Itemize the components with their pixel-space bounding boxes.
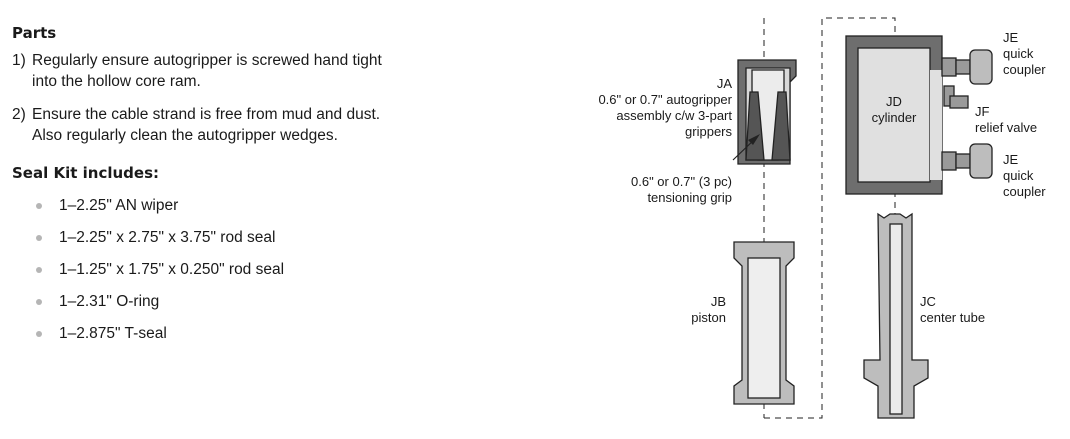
instructions-column: Parts 1) Regularly ensure autogripper is…	[12, 24, 482, 350]
arrow-head-icon	[748, 134, 760, 145]
je-bottom-code: JE	[1003, 152, 1019, 167]
grip-line: tensioning grip	[647, 190, 732, 205]
center-tube-part	[863, 212, 929, 419]
list-item: 1–2.31" O-ring	[36, 286, 482, 318]
je-top-line: quick	[1003, 46, 1034, 61]
list-item: 1–2.25" AN wiper	[36, 190, 482, 222]
je-bottom-line: coupler	[1003, 184, 1046, 199]
grip-line: 0.6" or 0.7" (3 pc)	[631, 174, 732, 189]
jb-code: JB	[711, 294, 726, 309]
list-item: 1–2.25" x 2.75" x 3.75" rod seal	[36, 222, 482, 254]
jd-code: JD	[886, 94, 902, 109]
step-text: Ensure the cable strand is free from mud…	[32, 104, 380, 146]
seal-kit-list: 1–2.25" AN wiper 1–2.25" x 2.75" x 3.75"…	[12, 190, 482, 350]
ja-line: assembly c/w 3-part	[616, 108, 732, 123]
bullet-icon	[36, 299, 42, 305]
je-top-line: coupler	[1003, 62, 1046, 77]
bullet-icon	[36, 267, 42, 273]
step-line: Ensure the cable strand is free from mud…	[32, 106, 381, 123]
step-1: 1) Regularly ensure autogripper is screw…	[12, 50, 482, 92]
je-bottom-line: quick	[1003, 168, 1034, 183]
couplers	[941, 49, 993, 179]
ja-line: 0.6" or 0.7" autogripper	[598, 92, 732, 107]
step-number: 1)	[12, 52, 26, 69]
step-number: 2)	[12, 106, 26, 123]
ja-code: JA	[717, 76, 733, 91]
step-2: 2) Ensure the cable strand is free from …	[12, 104, 482, 146]
step-text: Regularly ensure autogripper is screwed …	[32, 50, 382, 92]
list-item-text: 1–2.31" O-ring	[59, 293, 160, 310]
step-line: Also regularly clean the autogripper wed…	[32, 127, 338, 144]
cylinder-part	[845, 35, 943, 195]
list-item-text: 1–1.25" x 1.75" x 0.250" rod seal	[59, 261, 285, 278]
jd-name: cylinder	[872, 110, 917, 125]
list-item-text: 1–2.25" x 2.75" x 3.75" rod seal	[59, 229, 276, 246]
list-item: 1–1.25" x 1.75" x 0.250" rod seal	[36, 254, 482, 286]
jf-code: JF	[975, 104, 990, 119]
jb-name: piston	[691, 310, 726, 325]
list-item: 1–2.875" T-seal	[36, 318, 482, 350]
parts-steps: 1) Regularly ensure autogripper is screw…	[12, 50, 482, 146]
parts-heading: Parts	[12, 24, 57, 42]
step-line: into the hollow core ram.	[32, 73, 201, 90]
list-item-text: 1–2.875" T-seal	[59, 325, 167, 342]
autogripper-assembly	[737, 59, 797, 165]
ja-line: grippers	[685, 124, 732, 139]
seal-kit-heading: Seal Kit includes:	[12, 164, 159, 182]
jc-code: JC	[920, 294, 936, 309]
jc-name: center tube	[920, 310, 985, 325]
bullet-icon	[36, 203, 42, 209]
step-line: Regularly ensure autogripper is screwed …	[32, 52, 382, 69]
bullet-icon	[36, 235, 42, 241]
je-top-code: JE	[1003, 30, 1019, 45]
piston-part	[733, 241, 795, 405]
list-item-text: 1–2.25" AN wiper	[59, 197, 179, 214]
jf-name: relief valve	[975, 120, 1037, 135]
bullet-icon	[36, 331, 42, 337]
